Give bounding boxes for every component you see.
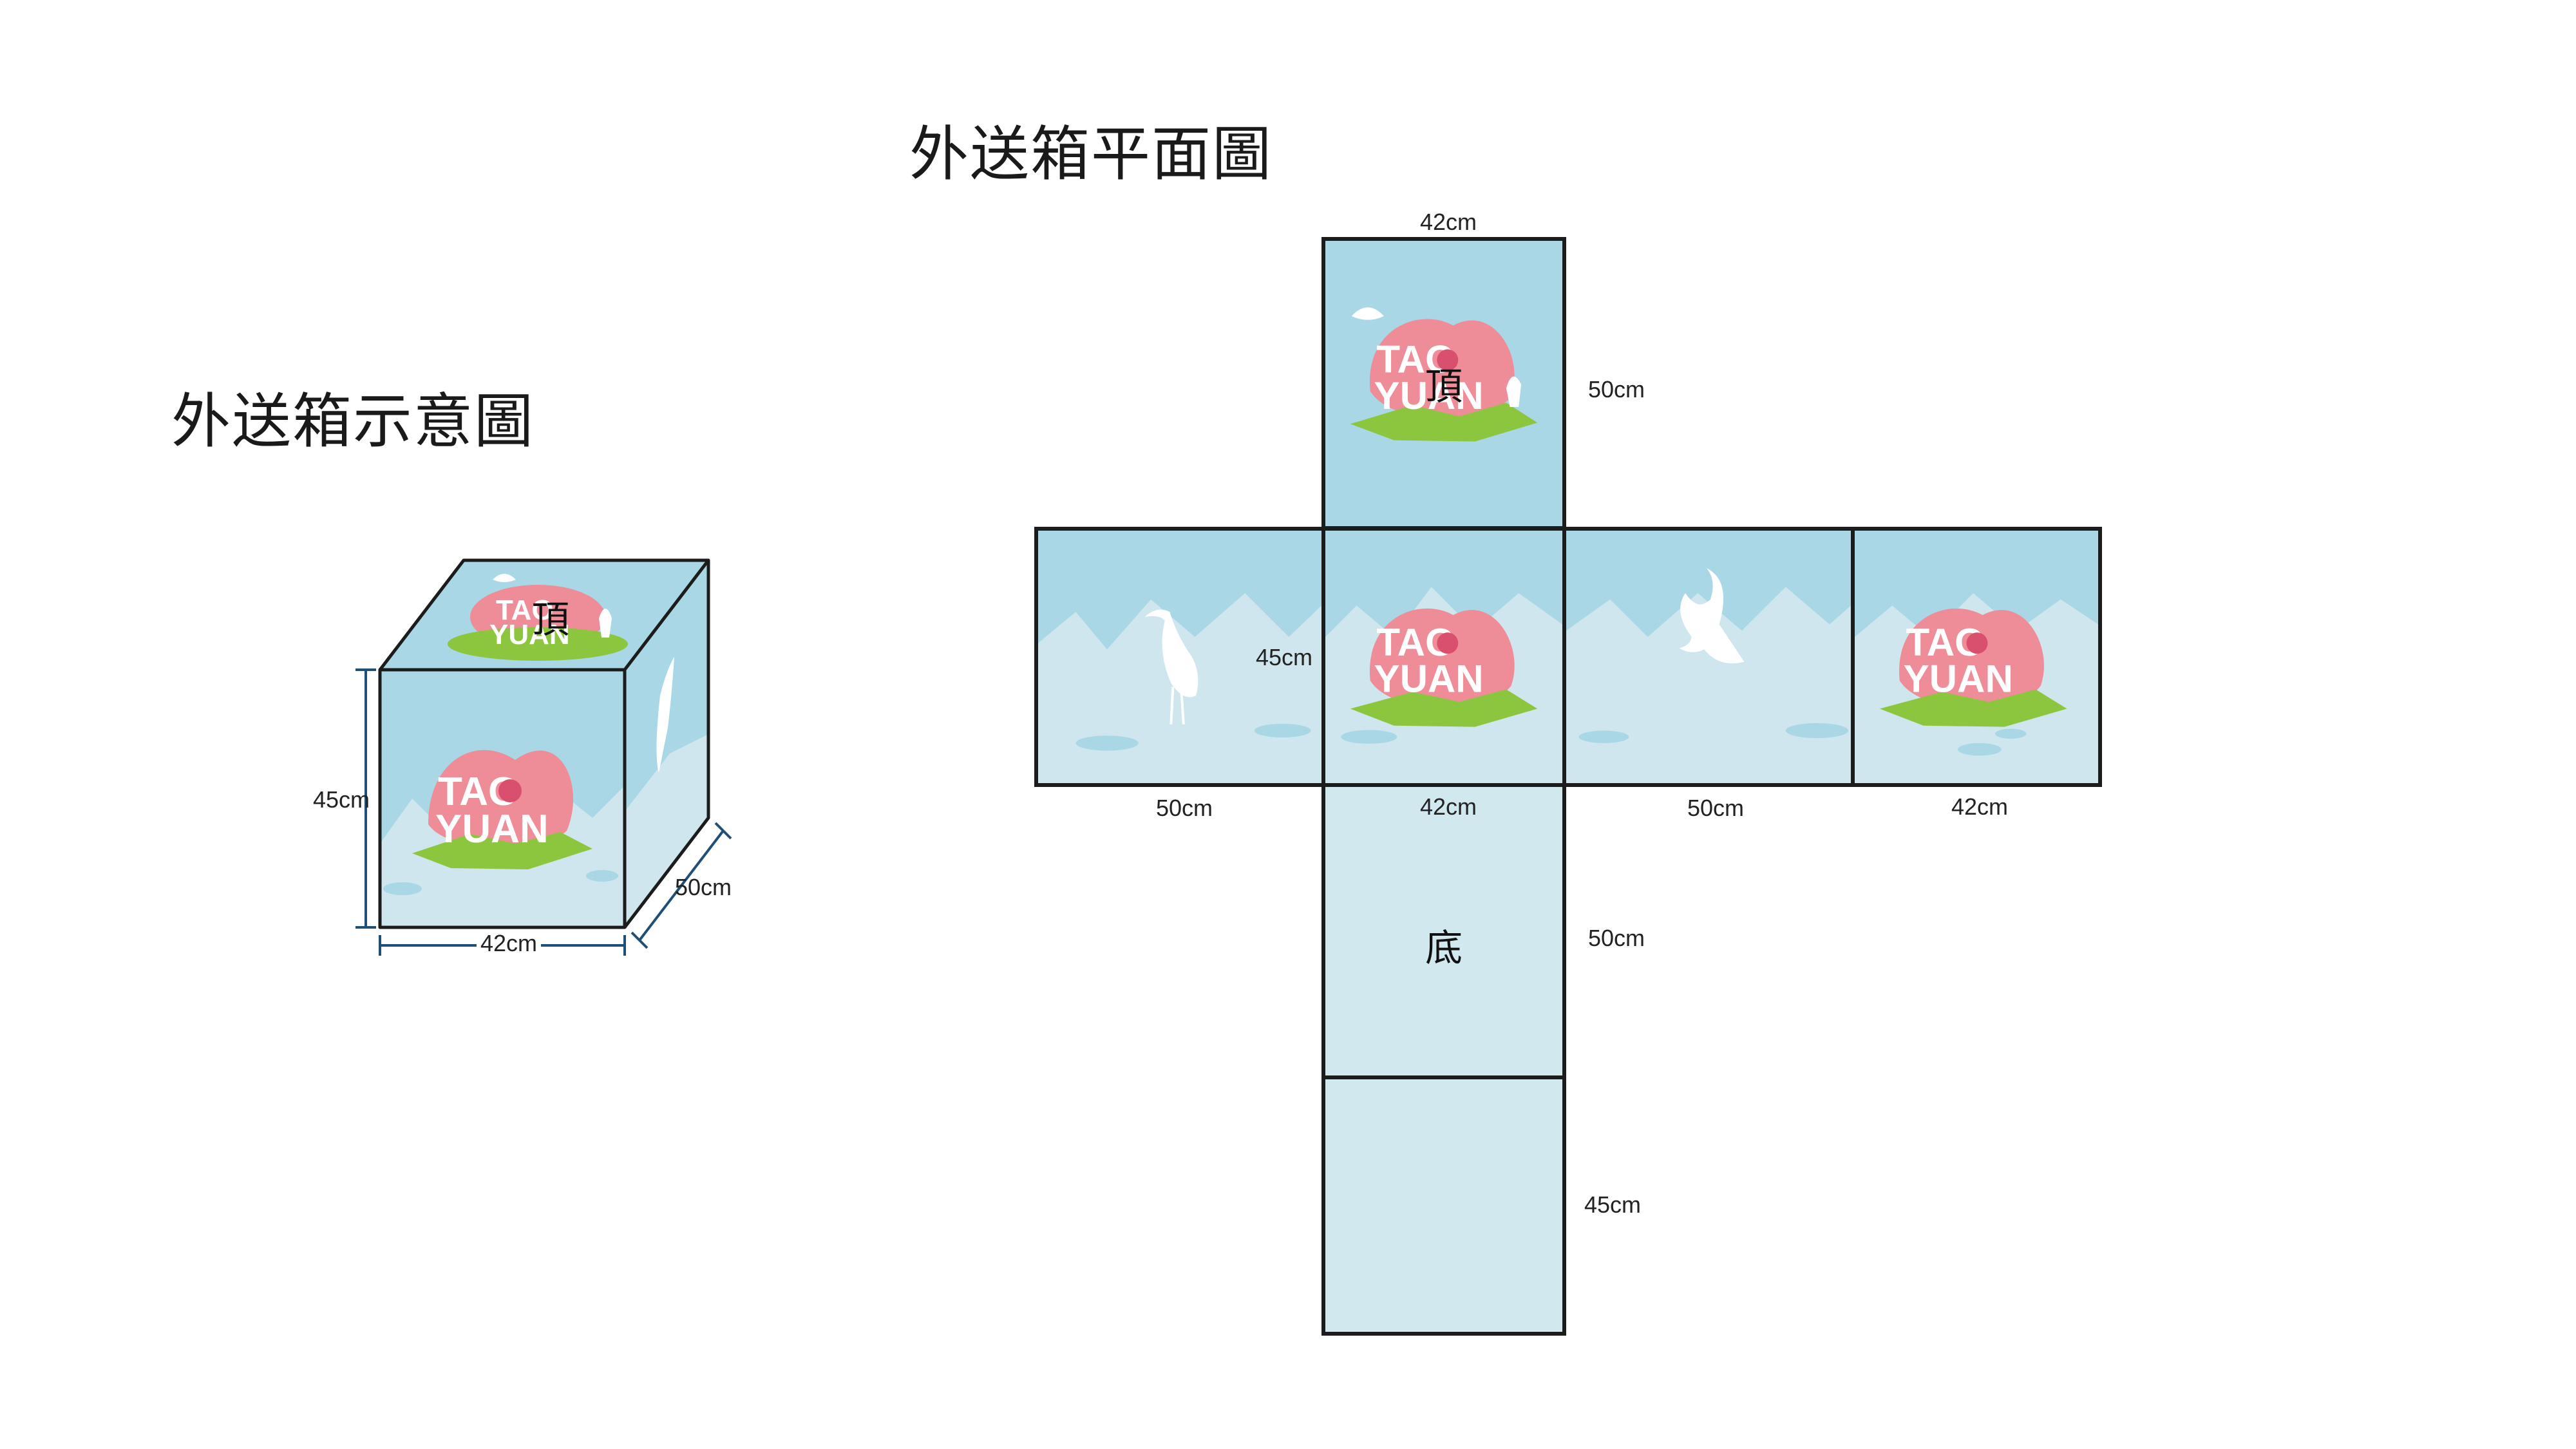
perspective-title: 外送箱示意圖 xyxy=(171,387,535,456)
net-bottom-height-dimension: 50cm xyxy=(1588,925,1645,951)
net-top-label: 頂 xyxy=(1425,365,1463,408)
cube-top-label: 頂 xyxy=(532,598,570,641)
cube-height-dimension: 45cm xyxy=(313,786,370,813)
svg-text:YUAN: YUAN xyxy=(1904,657,2013,700)
cube-depth-dimension: 50cm xyxy=(675,874,732,900)
net-flap-height-dimension: 45cm xyxy=(1584,1191,1642,1218)
net-front-height-dimension: 45cm xyxy=(1256,644,1313,670)
svg-text:YUAN: YUAN xyxy=(1374,657,1484,700)
net-panel-left xyxy=(1034,527,1325,787)
cube-top-face: TAO YUAN xyxy=(380,560,708,670)
cube-front-face: TAO YUAN xyxy=(380,670,625,927)
net-panel-back: TAO YUAN xyxy=(1851,527,2102,787)
net-title: 外送箱平面圖 xyxy=(909,120,1273,189)
net-panel-bottom xyxy=(1321,783,1566,1079)
net-right-width-dimension: 50cm xyxy=(1687,795,1745,821)
net-panel-right xyxy=(1562,527,1855,787)
net-panel-front: TAO YUAN xyxy=(1321,527,1566,787)
svg-text:YUAN: YUAN xyxy=(435,807,549,851)
svg-text:TAO: TAO xyxy=(496,594,554,626)
net-front-width-dimension: 42cm xyxy=(1420,793,1477,820)
net-top-width-dimension: 42cm xyxy=(1420,209,1477,235)
net-panel-top: TAO YUAN xyxy=(1321,237,1566,530)
net-top-height-dimension: 50cm xyxy=(1588,376,1645,402)
net-back-width-dimension: 42cm xyxy=(1951,793,2009,820)
svg-text:YUAN: YUAN xyxy=(489,619,570,650)
net-panel-flap xyxy=(1321,1075,1566,1336)
cube-width-dimension: 42cm xyxy=(477,930,542,957)
cube-side-face xyxy=(625,560,708,927)
net-left-width-dimension: 50cm xyxy=(1156,795,1213,821)
svg-text:YUAN: YUAN xyxy=(1374,374,1484,417)
net-bottom-label: 底 xyxy=(1425,926,1463,970)
box-perspective-illustration: TAO YUAN TAO YUAN xyxy=(283,541,747,979)
